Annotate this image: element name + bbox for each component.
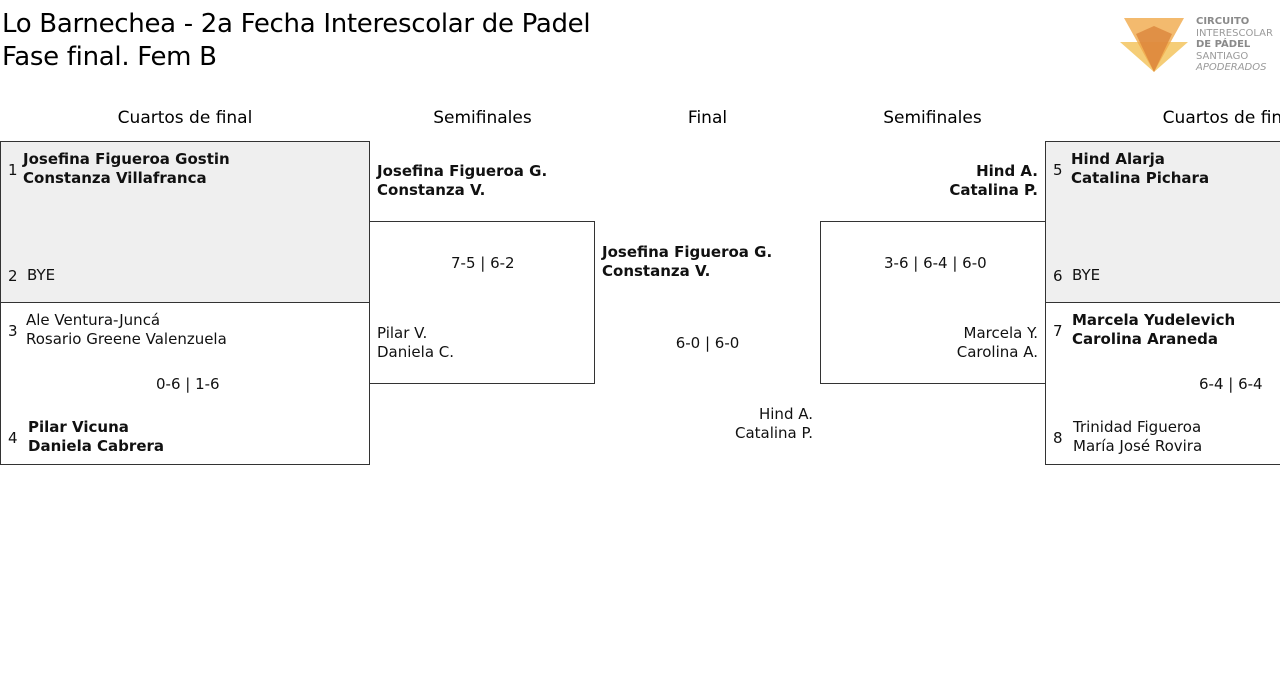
- player-name: Constanza Villafranca: [23, 169, 207, 187]
- player-name: Catalina P.: [734, 424, 813, 442]
- match-score: 0-6 | 1-6: [156, 375, 220, 393]
- player-name: Ale Ventura-Juncá: [26, 311, 161, 329]
- logo-line-4: SANTIAGO: [1196, 50, 1249, 62]
- player-name: Trinidad Figueroa: [1073, 418, 1202, 436]
- player-name: Constanza V.: [377, 181, 486, 199]
- player-name: Rosario Greene Valenzuela: [26, 330, 227, 348]
- round-header-qf-right: Cuartos de final: [1162, 108, 1280, 128]
- seed-number: 1: [8, 161, 18, 179]
- round-header-sf-left: Semifinales: [433, 108, 532, 128]
- logo-line-2: INTERESCOLAR: [1196, 27, 1273, 39]
- player-name: Hind Alarja: [1071, 150, 1165, 168]
- title-line-1: Lo Barnechea - 2a Fecha Interescolar de …: [2, 9, 591, 39]
- team-qf2-a[interactable]: Ale Ventura-Juncá Rosario Greene Valenzu…: [26, 311, 227, 349]
- logo-line-5: APODERADOS: [1196, 62, 1267, 73]
- match-score: 6-4 | 6-4: [1199, 375, 1263, 393]
- match-sf-left[interactable]: 7-5 | 6-2 Pilar V. Daniela C.: [369, 221, 595, 384]
- player-name: Daniela C.: [377, 343, 455, 361]
- player-name: Constanza V.: [602, 262, 711, 280]
- team-qf3-a[interactable]: Hind Alarja Catalina Pichara: [1071, 150, 1209, 188]
- match-sf-right[interactable]: 3-6 | 6-4 | 6-0 Marcela Y. Carolina A.: [820, 221, 1046, 384]
- player-name: Carolina A.: [956, 343, 1038, 361]
- final-score: 6-0 | 6-0: [675, 334, 740, 352]
- logo-line-3: DE PÁDEL: [1196, 39, 1251, 50]
- seed-number: 4: [8, 429, 18, 447]
- match-score: 7-5 | 6-2: [451, 254, 515, 272]
- seed-number: 3: [8, 322, 18, 340]
- team-final-a[interactable]: Josefina Figueroa G. Constanza V.: [602, 243, 772, 281]
- match-score: 3-6 | 6-4 | 6-0: [884, 254, 987, 272]
- match-qf2[interactable]: 3 Ale Ventura-Juncá Rosario Greene Valen…: [0, 302, 370, 465]
- player-name: Josefina Figueroa G.: [377, 162, 548, 180]
- team-qf3-b[interactable]: BYE: [1072, 266, 1100, 285]
- player-name: BYE: [1072, 266, 1101, 284]
- seed-number: 8: [1053, 429, 1063, 447]
- team-qf4-a[interactable]: Marcela Yudelevich Carolina Araneda: [1072, 311, 1235, 349]
- fox-logo-icon: [1120, 18, 1188, 72]
- team-qf2-b[interactable]: Pilar Vicuna Daniela Cabrera: [28, 418, 164, 456]
- match-qf1[interactable]: 1 Josefina Figueroa Gostin Constanza Vil…: [0, 141, 370, 303]
- player-name: Hind A.: [976, 162, 1038, 180]
- team-sf-left-b[interactable]: Pilar V. Daniela C.: [377, 324, 454, 362]
- team-qf1-a[interactable]: Josefina Figueroa Gostin Constanza Villa…: [23, 150, 230, 188]
- seed-number: 2: [8, 267, 18, 285]
- logo-line-1: CIRCUITO: [1196, 16, 1250, 27]
- title-line-2: Fase final. Fem B: [2, 42, 217, 72]
- player-name: María José Rovira: [1073, 437, 1203, 455]
- player-name: Josefina Figueroa Gostin: [23, 150, 230, 168]
- circuit-logo: CIRCUITO INTERESCOLAR DE PÁDEL SANTIAGO …: [1118, 14, 1280, 76]
- logo-text: CIRCUITO INTERESCOLAR DE PÁDEL SANTIAGO …: [1196, 16, 1273, 74]
- player-name: BYE: [27, 266, 56, 284]
- player-name: Catalina P.: [949, 181, 1038, 199]
- seed-number: 7: [1053, 322, 1063, 340]
- team-final-b[interactable]: Hind A. Catalina P.: [735, 405, 813, 443]
- seed-number: 5: [1053, 161, 1063, 179]
- player-name: Marcela Y.: [963, 324, 1038, 342]
- player-name: Marcela Yudelevich: [1072, 311, 1236, 329]
- team-qf1-b[interactable]: BYE: [27, 266, 55, 285]
- match-qf4[interactable]: 7 Marcela Yudelevich Carolina Araneda 6-…: [1045, 302, 1280, 465]
- round-header-qf-left: Cuartos de final: [117, 108, 253, 128]
- player-name: Pilar V.: [377, 324, 428, 342]
- round-header-sf-right: Semifinales: [883, 108, 982, 128]
- page-title: Lo Barnechea - 2a Fecha Interescolar de …: [2, 8, 591, 74]
- team-qf4-b[interactable]: Trinidad Figueroa María José Rovira: [1073, 418, 1202, 456]
- player-name: Pilar Vicuna: [28, 418, 129, 436]
- player-name: Josefina Figueroa G.: [602, 243, 773, 261]
- seed-number: 6: [1053, 267, 1063, 285]
- player-name: Carolina Araneda: [1072, 330, 1218, 348]
- team-sf-left-a[interactable]: Josefina Figueroa G. Constanza V.: [377, 162, 547, 200]
- match-qf3[interactable]: 5 Hind Alarja Catalina Pichara 6 BYE: [1045, 141, 1280, 303]
- player-name: Hind A.: [758, 405, 813, 423]
- team-sf-right-b[interactable]: Marcela Y. Carolina A.: [957, 324, 1038, 362]
- round-header-final: Final: [687, 108, 728, 128]
- team-sf-right-a[interactable]: Hind A. Catalina P.: [949, 162, 1038, 200]
- player-name: Catalina Pichara: [1071, 169, 1210, 187]
- player-name: Daniela Cabrera: [28, 437, 165, 455]
